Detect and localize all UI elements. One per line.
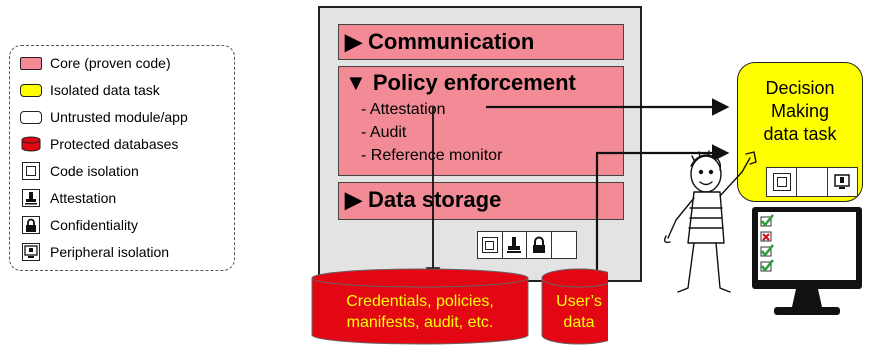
core-swatch: [20, 56, 42, 70]
untrusted-swatch: [20, 110, 42, 124]
storage-title: ▶ Data storage: [345, 187, 502, 212]
lock-icon: [22, 216, 40, 234]
legend-item-confidentiality: Confidentiality: [20, 214, 138, 236]
legend-item-attestation: Attestation: [20, 187, 116, 209]
legend-item-core: Core (proven code): [20, 52, 171, 74]
legend-item-untrusted: Untrusted module/app: [20, 106, 188, 128]
decision-task: Decision Making data task: [737, 62, 863, 202]
core-icon-strip: [477, 231, 577, 259]
legend-item-code-isolation: Code isolation: [20, 160, 139, 182]
decision-icon-strip: [766, 167, 858, 197]
policy-item-attestation: - Attestation: [361, 101, 446, 118]
empty-slot: [797, 168, 828, 196]
user-data-arrow: [595, 144, 730, 285]
policy-item-audit: - Audit: [361, 124, 407, 141]
attestation-stamp-icon: [22, 189, 40, 207]
decision-line-1: Decision: [765, 78, 835, 98]
legend-item-peripheral: Peripheral isolation: [20, 241, 169, 263]
storage-panel: ▶ Data storage: [338, 182, 624, 220]
lock-icon: [527, 232, 552, 258]
communication-panel: ▶ Communication: [338, 24, 624, 60]
person-sketch: [663, 150, 757, 293]
database-icon: [21, 136, 41, 152]
monitor-icon: [752, 207, 862, 315]
policy-item-reference-monitor: - Reference monitor: [361, 147, 503, 164]
code-isolation-icon: [767, 168, 798, 196]
code-isolation-icon: [22, 162, 40, 180]
decision-line-2: Making: [770, 101, 830, 121]
policy-title: ▼ Policy enforcement: [345, 70, 576, 95]
legend-item-database: Protected databases: [20, 133, 178, 155]
attestation-stamp-icon: [503, 232, 527, 258]
legend-item-isolated: Isolated data task: [20, 79, 160, 101]
policy-panel: ▼ Policy enforcement - Attestation - Aud…: [338, 66, 624, 176]
decision-line-3: data task: [763, 124, 837, 144]
databases: [311, 268, 608, 345]
communication-title: ▶ Communication: [345, 29, 535, 54]
peripheral-isolation-icon: [828, 168, 857, 196]
code-isolation-icon: [478, 232, 503, 258]
legend: Core (proven code) Isolated data task Un…: [9, 45, 235, 271]
peripheral-isolation-icon: [22, 243, 40, 261]
user-data-database: User’s data: [556, 293, 602, 331]
checklist-icon: [760, 214, 774, 273]
core-system: ▶ Communication ▼ Policy enforcement - A…: [318, 6, 642, 282]
isolated-swatch: [20, 83, 42, 97]
credentials-database: Credentials, policies, manifests, audit,…: [346, 293, 494, 331]
